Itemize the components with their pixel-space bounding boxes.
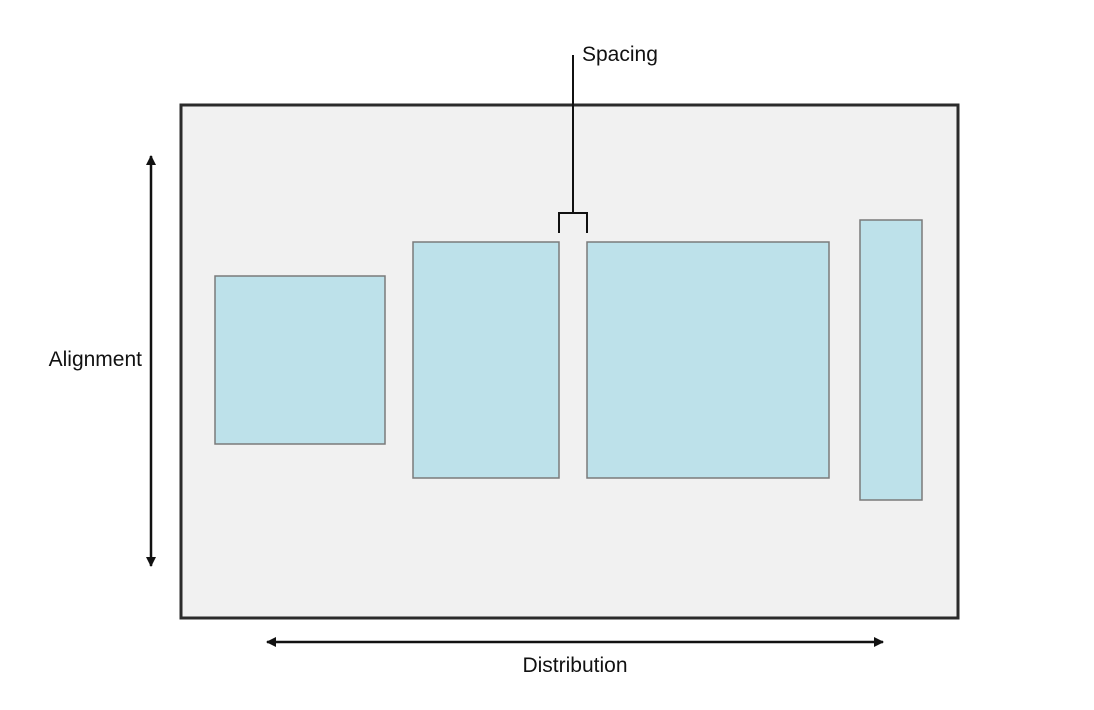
arranged-view-4 — [859, 219, 923, 501]
distribution-label: Distribution — [522, 654, 627, 677]
arranged-view-1 — [214, 275, 386, 445]
spacing-label: Spacing — [582, 43, 658, 66]
arranged-view-2 — [412, 241, 560, 479]
arranged-view-3 — [586, 241, 830, 479]
alignment-label: Alignment — [49, 348, 143, 371]
